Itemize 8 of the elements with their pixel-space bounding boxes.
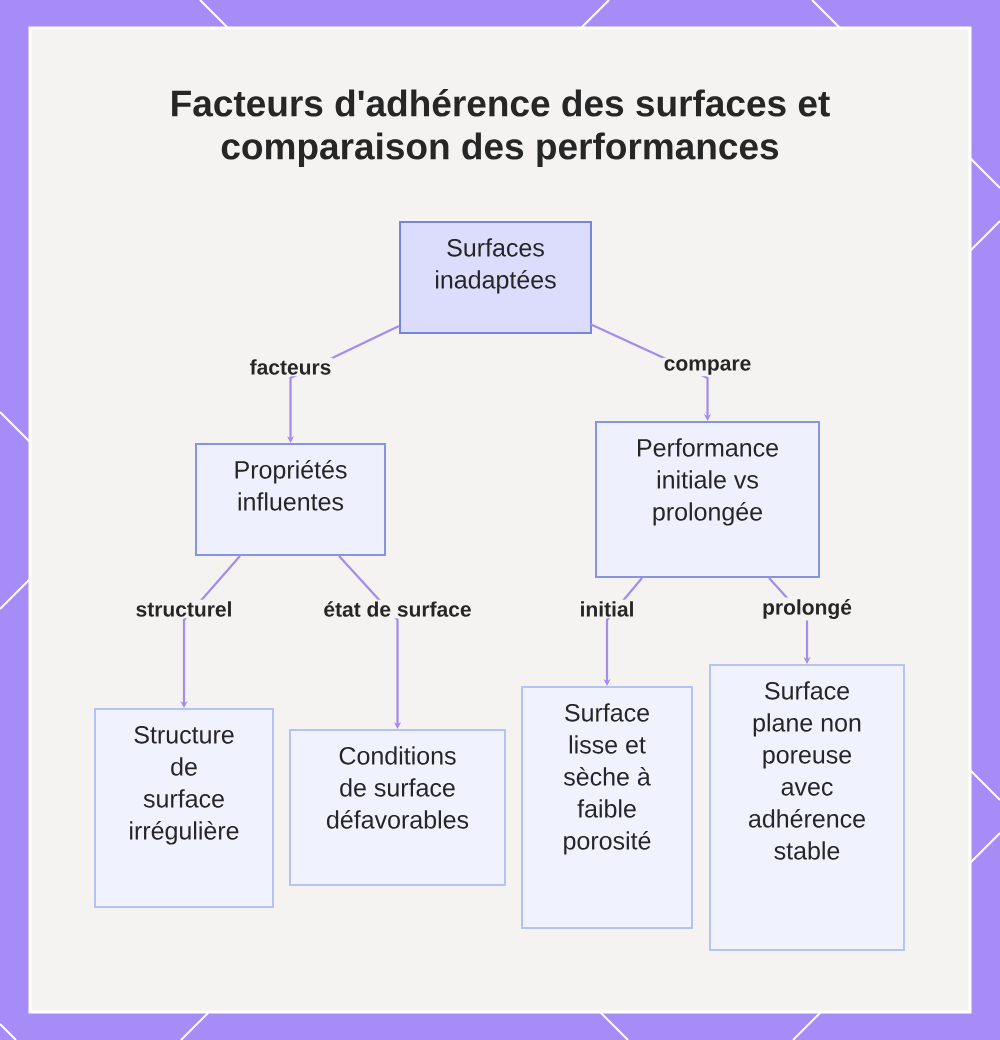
concept-box: Structure de surface irrégulière	[94, 708, 274, 908]
concept-box: Surface lisse et sèche à faible porosité	[521, 686, 693, 929]
title: Facteurs d'adhérence des surfaces et comparaison des performances	[172, 89, 830, 167]
concept-box: Surfaces inadaptées	[399, 221, 592, 334]
concept-box: Conditions de surface défavorables	[289, 729, 506, 886]
concept-box: Surface plane non poreuse avec adhérence stable	[709, 664, 905, 951]
concept-box: Performance initiale vs prolongée	[595, 421, 820, 578]
concept-box: Propriétés influentes	[195, 443, 386, 556]
